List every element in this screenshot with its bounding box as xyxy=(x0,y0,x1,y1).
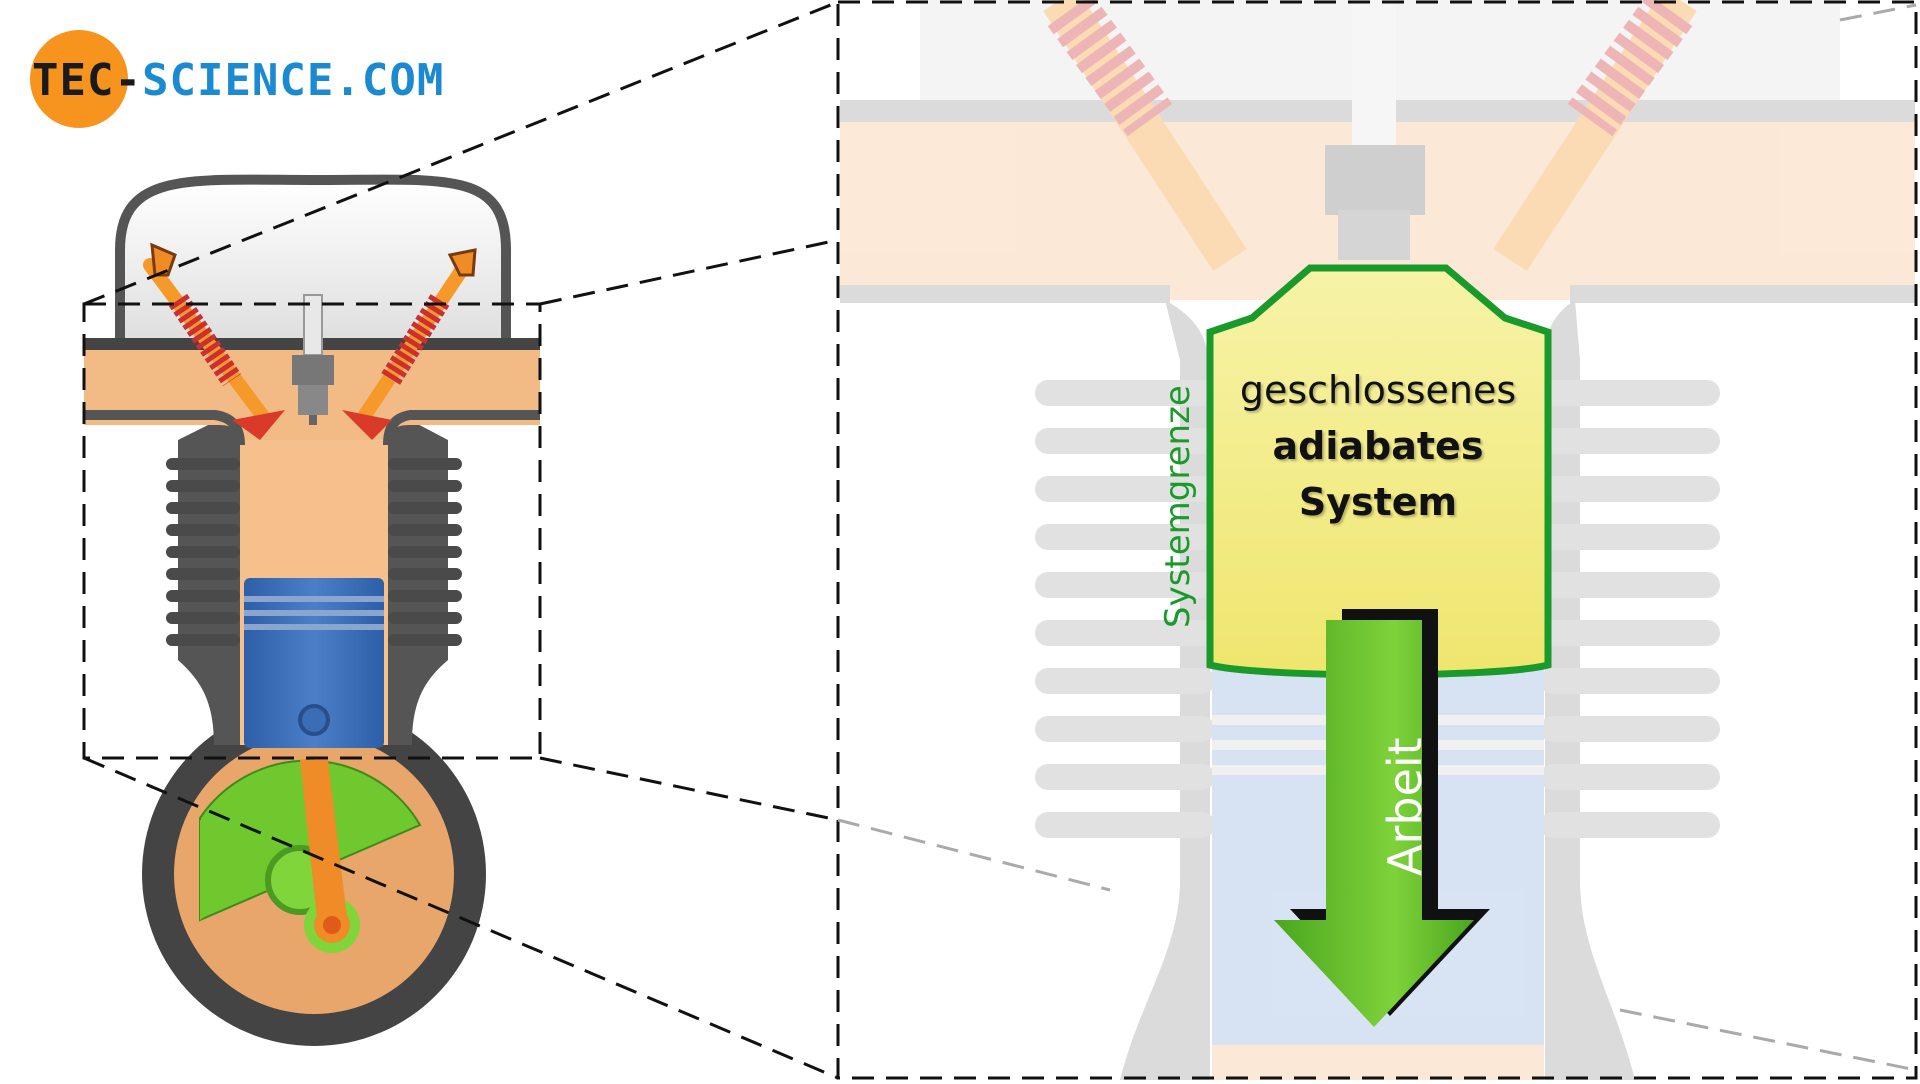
work-arrow xyxy=(1274,609,1490,1027)
zoom-frame-faint xyxy=(837,3,1917,1072)
work-label: Arbeit xyxy=(1378,737,1432,876)
zoom-region-small xyxy=(82,302,542,760)
spark-plug-small xyxy=(292,294,334,425)
zoom-region-large xyxy=(836,0,1918,1080)
zoom-spark-plug xyxy=(1352,0,1396,150)
system-label-line1: geschlossenes xyxy=(1239,368,1517,412)
exhaust-valve xyxy=(342,248,477,440)
crank-disc-sector xyxy=(200,820,290,920)
head-inner-left xyxy=(84,410,245,446)
zoom-intake-valve xyxy=(1043,0,1247,271)
head-inner-right xyxy=(383,410,540,446)
zoom-fins-right xyxy=(1540,380,1720,838)
zoom-dome xyxy=(920,0,1840,100)
small-engine xyxy=(84,174,540,1046)
intake-valve xyxy=(143,242,285,440)
system-label-line2: adiabates xyxy=(1272,424,1484,468)
zoom-wall-left xyxy=(1120,300,1210,1080)
cooling-fins-left xyxy=(166,458,240,646)
logo-text-part2: SCIENCE xyxy=(141,54,335,106)
zoom-exhaust-valve xyxy=(1493,0,1697,271)
zoom-frame xyxy=(82,0,1918,1080)
zoom-fins-left xyxy=(1035,380,1215,838)
logo-text-part1: TEC- xyxy=(32,54,142,106)
zoom-view xyxy=(840,0,1915,1080)
logo-text: TEC-SCIENCE.COM xyxy=(32,55,444,106)
cooling-fins-right xyxy=(388,458,462,646)
rod-pin xyxy=(323,916,341,934)
piston-small xyxy=(244,578,384,748)
cylinder-wall-left xyxy=(178,420,240,745)
zoom-head-bottom xyxy=(840,285,1170,303)
system-label-line3: System xyxy=(1298,480,1458,524)
cylinder-wall-right xyxy=(388,420,448,745)
zoom-head-bottom-r xyxy=(1570,285,1915,303)
zoom-head-top xyxy=(840,100,1915,122)
logo-text-part3: .COM xyxy=(334,54,445,106)
zoom-wall-right xyxy=(1545,300,1635,1080)
connecting-rod xyxy=(300,760,348,928)
logo-circle xyxy=(30,30,128,128)
system-boundary-label: Systemgrenze xyxy=(1158,385,1198,628)
brand-logo: TEC-SCIENCE.COM xyxy=(30,30,444,130)
